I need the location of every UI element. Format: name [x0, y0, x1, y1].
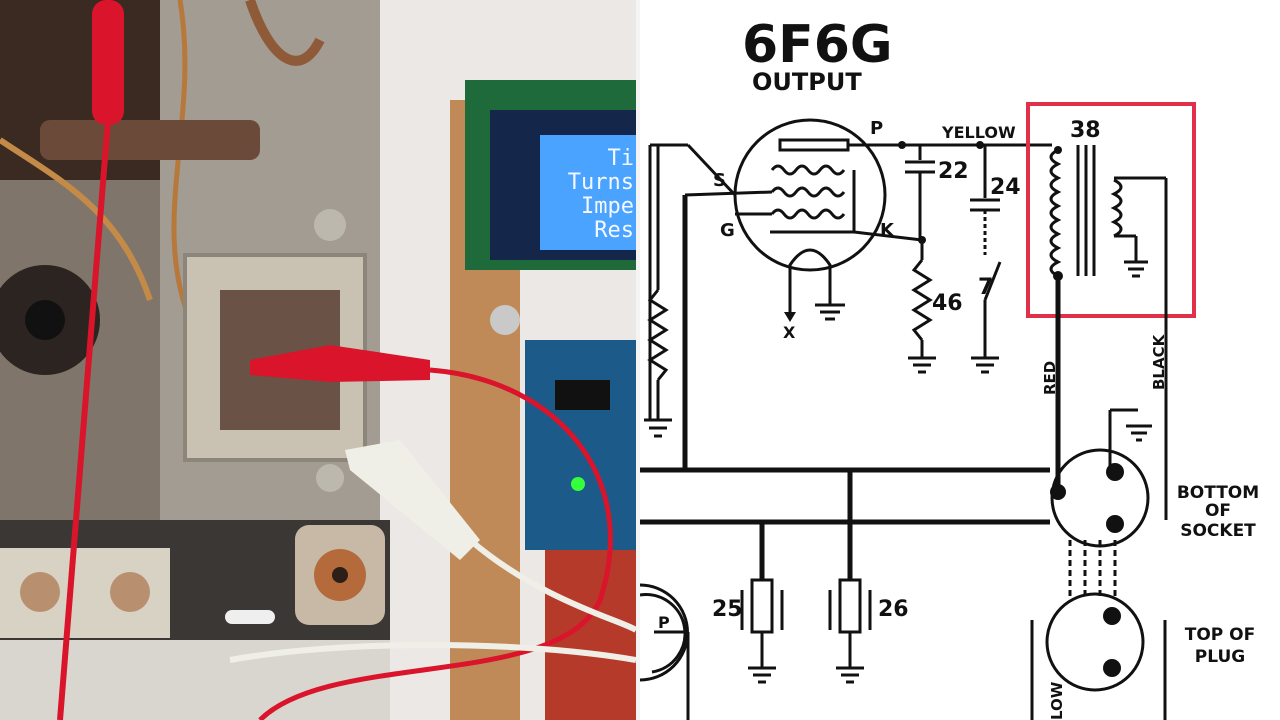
screen-wire [684, 190, 773, 197]
chassis-slot [225, 610, 275, 624]
part-label-25: 25 [712, 597, 743, 622]
panel-divider [636, 0, 640, 720]
brown-wire [245, 0, 325, 66]
plug-wire-label: LOW [1048, 681, 1066, 720]
white-lead-wire [468, 537, 636, 633]
heater-arrow [784, 312, 796, 322]
red-probe-clip [92, 0, 124, 125]
brown-wire [0, 137, 153, 301]
white-lead-wire [229, 642, 636, 663]
control-shaft-hole [332, 567, 348, 583]
junction-dot [976, 141, 984, 149]
green-led [571, 477, 585, 491]
chassis-photo: Ti Turns Impe Res [0, 0, 636, 720]
plug-label-line-1: TOP OF [1185, 625, 1256, 645]
mount-screw [316, 464, 344, 492]
wire-label-yellow: YELLOW [941, 123, 1016, 142]
tube-socket-center [25, 300, 65, 340]
mount-screw [314, 209, 346, 241]
lcd-line-4: Res [594, 218, 634, 243]
resistor-46 [911, 259, 933, 341]
plug-top [1045, 592, 1145, 692]
part-label-38: 38 [1070, 118, 1101, 143]
tube-function: OUTPUT [752, 68, 862, 96]
switch-7 [983, 261, 1002, 301]
socket-bottom [1050, 448, 1150, 548]
part-label-46: 46 [932, 291, 963, 316]
transformer-highlight-box [1026, 102, 1196, 318]
ground-symbol [644, 418, 672, 438]
tube-grids [770, 164, 856, 234]
ground-symbol [815, 303, 845, 321]
pin-label-x: X [783, 323, 796, 342]
dashed-cable [1068, 540, 1117, 600]
perfboard [545, 550, 636, 720]
lower-tube-pin-label: P [658, 613, 670, 632]
plug-label-line-2: PLUG [1195, 647, 1245, 667]
board-screw [490, 305, 520, 335]
wire-label-red: RED [1041, 361, 1059, 395]
socket-label-line-1: BOTTOM [1177, 483, 1259, 503]
ground-symbol [971, 356, 999, 374]
part-label-26: 26 [878, 597, 909, 622]
schematic-diagram: 6F6G OUTPUT X P S G K [640, 15, 1259, 720]
part-label-7: 7 [978, 275, 993, 300]
junction-dot [1054, 146, 1062, 154]
left-resistor [647, 289, 669, 381]
schematic-panel: 6F6G OUTPUT X P S G K [640, 0, 1280, 720]
pin-label-p: P [870, 118, 883, 139]
red-alligator-clip [250, 345, 430, 382]
lcd-screen [540, 135, 636, 250]
ground-symbol [908, 356, 936, 374]
part-label-22: 22 [938, 159, 969, 184]
screen-wire [686, 143, 737, 197]
lower-tube-envelope [640, 593, 687, 674]
white-alligator-clip [345, 440, 480, 560]
tube-name: 6F6G [742, 15, 893, 75]
wire-bundle [40, 120, 260, 160]
ic-chip [555, 380, 610, 410]
component-25 [740, 578, 784, 684]
transformer-38 [1049, 145, 1168, 520]
junction-dot [898, 141, 906, 149]
socket-pin [1106, 515, 1124, 533]
cathode-wire [853, 230, 923, 242]
ground-symbol [1126, 424, 1152, 442]
pin-label-g: G [720, 220, 735, 241]
part-label-24: 24 [990, 175, 1021, 200]
socket-pin [1106, 463, 1124, 481]
socket-label-line-2: OF [1205, 501, 1231, 521]
lcd-line-2: Turns [568, 170, 634, 195]
photo-panel: Ti Turns Impe Res [0, 0, 636, 720]
plug-pin [1103, 659, 1121, 677]
tube-heater [788, 248, 832, 300]
socket-pin [1050, 484, 1066, 500]
red-lead-wire [258, 367, 613, 720]
socket-label-line-3: SOCKET [1180, 521, 1256, 541]
wire-label-black: BLACK [1150, 333, 1168, 390]
tube-plate [778, 138, 850, 152]
capacitor-terminal [110, 572, 150, 612]
capacitor-terminal [20, 572, 60, 612]
plug-pin [1103, 607, 1121, 625]
lcd-line-3: Impe [581, 194, 634, 219]
component-26 [828, 578, 872, 684]
lcd-line-1: Ti [608, 146, 635, 171]
brown-wire [171, 0, 193, 321]
